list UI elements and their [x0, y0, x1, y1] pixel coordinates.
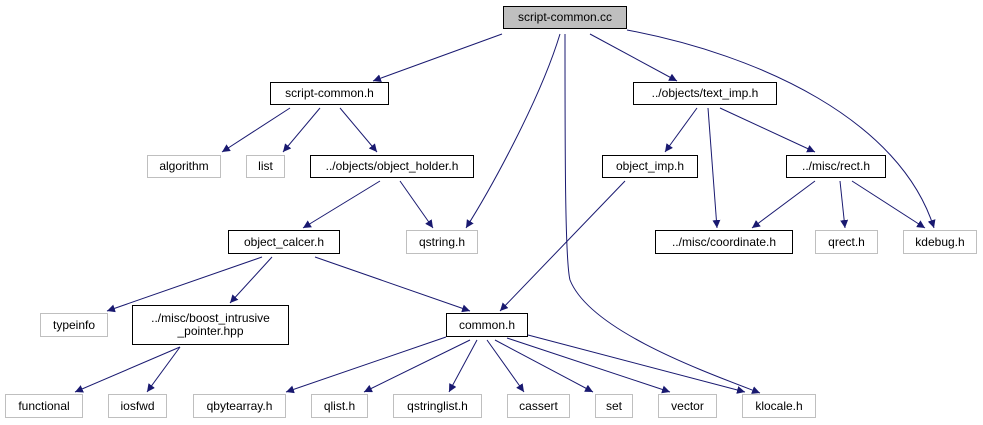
- edge-script-common-h-to-list: [282, 107, 321, 153]
- node-label: ../objects/text_imp.h: [651, 86, 759, 100]
- node-label: functional: [18, 398, 70, 413]
- node-script-common-cc: script-common.cc: [503, 6, 627, 29]
- edge-common-h-to-qstringlist-h: [448, 339, 478, 393]
- node-list: list: [246, 155, 285, 178]
- node-label: qlist.h: [323, 398, 356, 413]
- node-text-imp-h[interactable]: ../objects/text_imp.h: [633, 82, 777, 105]
- node-label: list: [258, 159, 273, 173]
- node-coordinate-h[interactable]: ../misc/coordinate.h: [655, 230, 793, 254]
- edge-boost-intrusive-pointer-hpp-to-functional: [74, 346, 181, 393]
- edge-common-h-to-vector: [506, 337, 671, 394]
- node-rect-h[interactable]: ../misc/rect.h: [786, 155, 886, 178]
- edge-object-calcer-h-to-common-h: [314, 256, 471, 313]
- node-object-imp-h[interactable]: object_imp.h: [602, 155, 698, 178]
- edge-text-imp-h-to-object-imp-h: [664, 107, 698, 153]
- node-label: qstring.h: [418, 234, 466, 249]
- node-label: object_calcer.h: [243, 234, 325, 249]
- edge-object-imp-h-to-common-h: [499, 180, 626, 312]
- edge-script-common-cc-to-klocale-h: [564, 33, 761, 394]
- node-object-calcer-h[interactable]: object_calcer.h: [228, 230, 340, 254]
- edge-common-h-to-klocale-h: [527, 334, 746, 394]
- node-label: vector: [671, 398, 704, 413]
- node-typeinfo: typeinfo: [40, 313, 108, 337]
- node-label: ../misc/rect.h: [801, 159, 870, 173]
- node-qstringlist-h: qstringlist.h: [393, 394, 482, 418]
- node-label: typeinfo: [52, 317, 96, 332]
- edge-common-h-to-cassert: [486, 339, 525, 393]
- node-qlist-h: qlist.h: [311, 394, 368, 418]
- node-qbytearray-h: qbytearray.h: [193, 394, 286, 418]
- node-kdebug-h: kdebug.h: [903, 230, 977, 254]
- node-script-common-h[interactable]: script-common.h: [270, 82, 389, 105]
- edge-script-common-cc-to-script-common-h: [372, 33, 503, 83]
- edge-script-common-cc-to-kdebug-h: [626, 29, 936, 229]
- node-label: ../misc/coordinate.h: [671, 234, 777, 249]
- node-label: qbytearray.h: [206, 398, 273, 413]
- node-label: cassert: [519, 398, 558, 413]
- edge-rect-h-to-kdebug-h: [851, 180, 926, 229]
- node-qrect-h: qrect.h: [815, 230, 878, 254]
- edge-rect-h-to-coordinate-h: [751, 180, 816, 229]
- node-label: iosfwd: [120, 398, 155, 413]
- edge-rect-h-to-qrect-h: [839, 180, 849, 229]
- node-vector: vector: [658, 394, 717, 418]
- edge-object-calcer-h-to-boost-intrusive-pointer-hpp: [229, 256, 273, 304]
- node-label: algorithm: [159, 159, 209, 173]
- edge-object-calcer-h-to-typeinfo: [106, 256, 263, 313]
- edge-object-holder-h-to-qstring-h: [399, 180, 434, 229]
- edge-text-imp-h-to-coordinate-h: [707, 107, 721, 229]
- edge-common-h-to-set: [494, 339, 594, 393]
- node-label: set: [605, 398, 622, 413]
- node-boost-intrusive-pointer-hpp[interactable]: ../misc/boost_intrusive _pointer.hpp: [132, 305, 289, 345]
- node-set: set: [595, 394, 633, 418]
- edge-object-holder-h-to-object-calcer-h: [302, 180, 381, 229]
- node-iosfwd: iosfwd: [108, 394, 167, 418]
- edge-common-h-to-qbytearray-h: [285, 336, 447, 394]
- node-functional: functional: [5, 394, 83, 418]
- edge-script-common-h-to-object-holder-h: [339, 107, 378, 153]
- node-label: ../objects/object_holder.h: [325, 159, 459, 173]
- node-label: qrect.h: [828, 234, 865, 249]
- node-label: kdebug.h: [915, 234, 965, 249]
- node-label: qstringlist.h: [407, 398, 468, 413]
- edge-common-h-to-qlist-h: [363, 339, 471, 393]
- edge-boost-intrusive-pointer-hpp-to-iosfwd: [146, 346, 181, 393]
- edge-text-imp-h-to-rect-h: [719, 107, 816, 153]
- node-label: ../misc/boost_intrusive _pointer.hpp: [151, 311, 270, 338]
- node-label: object_imp.h: [615, 159, 685, 173]
- edge-script-common-cc-to-qstring-h: [465, 33, 561, 229]
- node-algorithm: algorithm: [147, 155, 221, 178]
- node-label: script-common.h: [285, 86, 374, 100]
- node-object-holder-h[interactable]: ../objects/object_holder.h: [310, 155, 474, 178]
- node-cassert: cassert: [507, 394, 570, 418]
- node-qstring-h: qstring.h: [406, 230, 478, 254]
- node-label: klocale.h: [755, 398, 803, 413]
- edge-script-common-cc-to-text-imp-h: [589, 33, 678, 82]
- node-common-h[interactable]: common.h: [446, 313, 528, 337]
- edge-script-common-h-to-algorithm: [221, 107, 291, 153]
- node-label: script-common.cc: [517, 10, 612, 24]
- node-label: common.h: [458, 317, 516, 332]
- node-klocale-h: klocale.h: [742, 394, 816, 418]
